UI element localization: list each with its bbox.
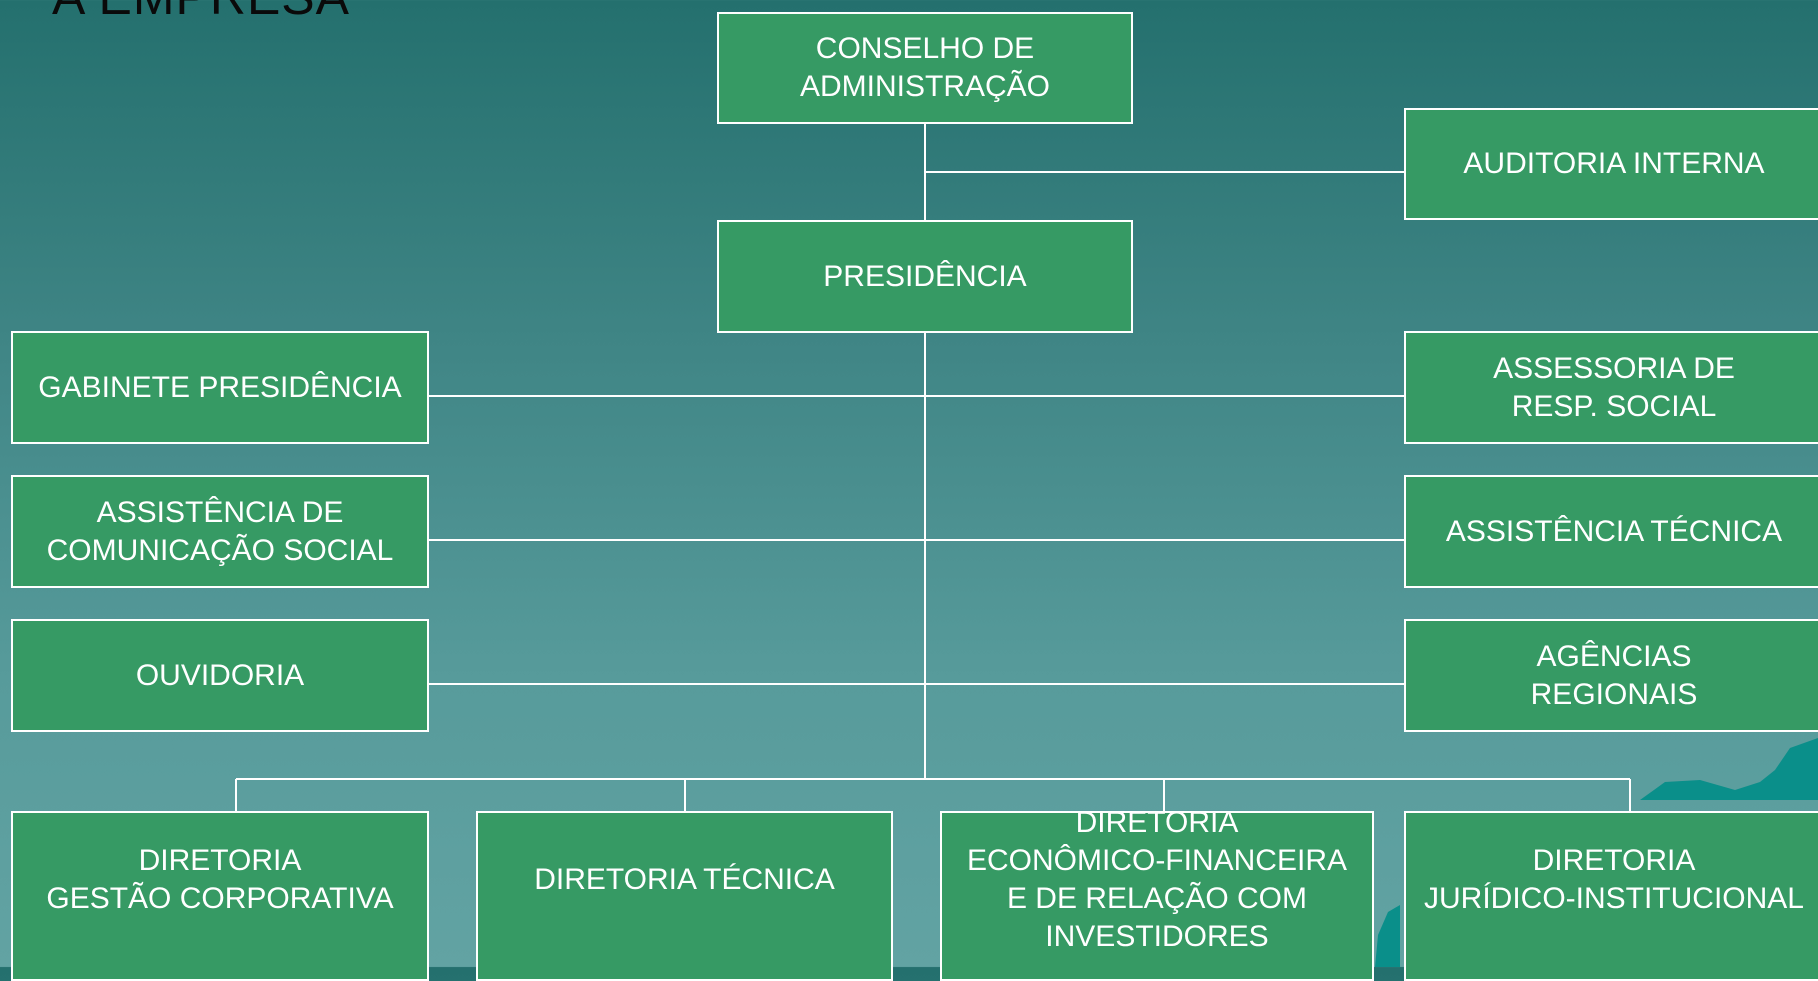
- node-diretoria-tecnica: DIRETORIA TÉCNICA: [476, 811, 893, 981]
- node-diretoria-gestao-corporativa: DIRETORIA GESTÃO CORPORATIVA: [11, 811, 429, 981]
- node-ouvidoria: OUVIDORIA: [11, 619, 429, 732]
- node-auditoria-interna: AUDITORIA INTERNA: [1404, 108, 1818, 220]
- node-presidencia: PRESIDÊNCIA: [717, 220, 1133, 333]
- node-diretoria-juridico-institucional: DIRETORIA JURÍDICO-INSTITUCIONAL: [1404, 811, 1818, 981]
- node-assistencia-tecnica: ASSISTÊNCIA TÉCNICA: [1404, 475, 1818, 588]
- node-diretoria-economico-financeira: DIRETORIA ECONÔMICO-FINANCEIRA E DE RELA…: [940, 811, 1374, 981]
- node-agencias-regionais: AGÊNCIAS REGIONAIS: [1404, 619, 1818, 732]
- node-gabinete-presidencia: GABINETE PRESIDÊNCIA: [11, 331, 429, 444]
- node-assessoria-resp-social: ASSESSORIA DE RESP. SOCIAL: [1404, 331, 1818, 444]
- node-conselho-administracao: CONSELHO DE ADMINISTRAÇÃO: [717, 12, 1133, 124]
- slide-title: A EMPRESA: [52, 0, 350, 22]
- node-assistencia-comunicacao-social: ASSISTÊNCIA DE COMUNICAÇÃO SOCIAL: [11, 475, 429, 588]
